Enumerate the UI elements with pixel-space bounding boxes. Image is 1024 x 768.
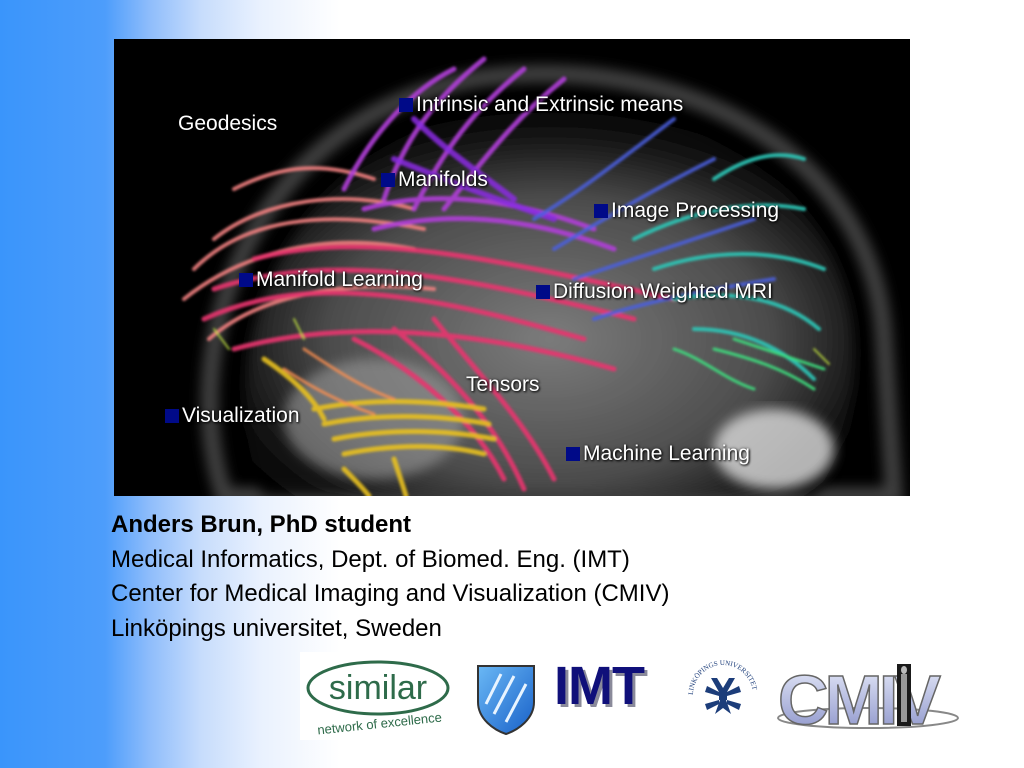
bullet-square-icon bbox=[536, 284, 550, 299]
logo-strip: similar network of excellence IMT LINKÖP… bbox=[298, 652, 978, 742]
brain-fibers-graphic bbox=[182, 56, 904, 496]
imt-logo-text: IMT bbox=[554, 656, 645, 716]
bullet-square-icon bbox=[239, 272, 253, 287]
label-text: Manifold Learning bbox=[256, 268, 423, 291]
label-manifolds: Manifolds bbox=[381, 169, 488, 190]
bullet-square-icon bbox=[594, 203, 608, 218]
label-manifold-learning: Manifold Learning bbox=[239, 269, 423, 290]
author-name: Anders Brun, PhD student bbox=[111, 511, 412, 538]
bullet-square-icon bbox=[399, 97, 413, 112]
label-geodesics: Geodesics bbox=[178, 113, 277, 134]
label-tensors: Tensors bbox=[466, 374, 540, 395]
bullet-square-icon bbox=[381, 172, 395, 187]
label-text: Machine Learning bbox=[583, 442, 750, 465]
bullet-square-icon bbox=[165, 408, 179, 423]
label-text: Tensors bbox=[466, 373, 540, 396]
label-text: Image Processing bbox=[611, 199, 780, 222]
label-diffusion-weighted-mri: Diffusion Weighted MRI bbox=[536, 281, 773, 302]
label-text: Intrinsic and Extrinsic means bbox=[416, 93, 684, 116]
imt-shield-icon bbox=[476, 664, 536, 736]
cmiv-logo: CMIV bbox=[768, 656, 968, 740]
bullet-square-icon bbox=[566, 446, 580, 461]
label-text: Manifolds bbox=[398, 168, 488, 191]
label-machine-learning: Machine Learning bbox=[566, 443, 750, 464]
label-text: Diffusion Weighted MRI bbox=[553, 280, 773, 303]
brain-tractography-image: Geodesics Intrinsic and Extrinsic means … bbox=[114, 39, 910, 496]
label-text: Geodesics bbox=[178, 112, 278, 135]
similar-logo: similar network of excellence bbox=[300, 652, 458, 740]
label-visualization: Visualization bbox=[165, 405, 300, 426]
affiliation-line: Center for Medical Imaging and Visualiza… bbox=[111, 580, 670, 607]
label-intrinsic-extrinsic-means: Intrinsic and Extrinsic means bbox=[399, 94, 683, 115]
liu-seal-logo: LINKÖPINGS UNIVERSITET bbox=[686, 658, 760, 732]
affiliation-line: Medical Informatics, Dept. of Biomed. En… bbox=[111, 545, 630, 573]
label-text: Visualization bbox=[182, 404, 300, 427]
cmiv-text: CMIV bbox=[778, 661, 941, 736]
similar-word: similar bbox=[329, 669, 427, 707]
author-info: Anders Brun, PhD student Medical Informa… bbox=[111, 508, 669, 646]
similar-logo-graphic: similar network of excellence bbox=[306, 660, 450, 738]
label-image-processing: Image Processing bbox=[594, 200, 779, 221]
affiliation-line: Linköpings universitet, Sweden bbox=[111, 614, 442, 642]
